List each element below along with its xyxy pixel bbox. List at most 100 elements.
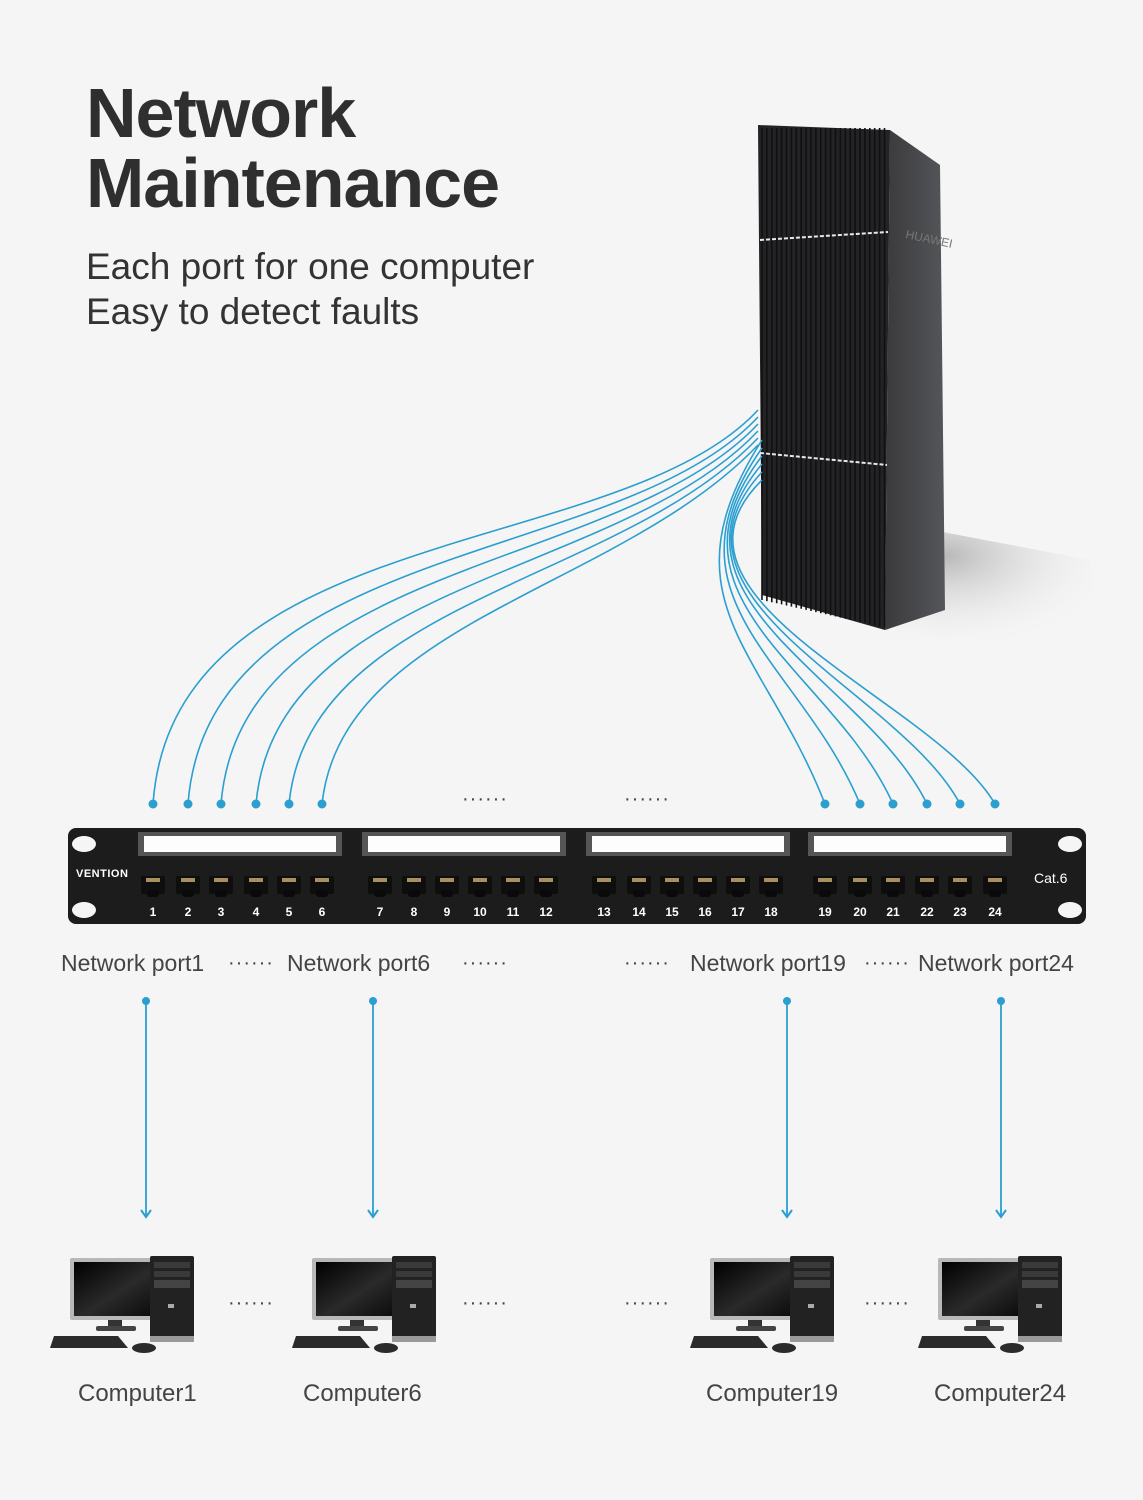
network-port-label: Network port24 [918,950,1074,976]
rj45-port[interactable] [881,876,905,897]
port-number-9: 9 [443,905,451,919]
subtitle: Each port for one computer Easy to detec… [86,244,534,334]
computer-icon [690,1256,834,1353]
port-number-20: 20 [853,905,867,919]
server-rack-icon: HUAWEI [758,125,1100,640]
cable-port-21 [726,455,894,805]
mount-hole [72,902,96,918]
ellipsis: ······ [864,952,910,974]
label-strip [144,836,336,852]
computer-label: Computer1 [78,1380,197,1407]
cable-port-19 [718,439,826,805]
rj45-port[interactable] [948,876,972,897]
ellipsis: ······ [228,1292,274,1314]
arrow-down-icon [781,1209,793,1219]
port-number-15: 15 [665,905,679,919]
rj45-port[interactable] [660,876,684,897]
rj45-port[interactable] [693,876,717,897]
mount-hole [72,836,96,852]
computer-icon [50,1256,194,1353]
cable-endpoint [251,799,261,809]
cable-endpoint [148,799,158,809]
rj45-port[interactable] [983,876,1007,897]
port-number-11: 11 [506,905,520,919]
panel-brand-logo: VENTION [76,868,129,880]
cable-endpoint [990,799,1000,809]
rj45-port[interactable] [141,876,165,897]
cable-port-24 [731,479,996,805]
cable-endpoint [888,799,898,809]
port-number-18: 18 [764,905,778,919]
server-light-strip-bottom [759,452,888,466]
ellipsis: ······ [624,788,670,810]
computer-label: Computer24 [934,1380,1067,1407]
label-strip [592,836,784,852]
label-strip [814,836,1006,852]
cable-endpoint [922,799,932,809]
cable-port-20 [723,447,861,805]
cable-endpoint [183,799,193,809]
cable-port-22 [728,463,928,805]
rj45-port[interactable] [176,876,200,897]
port-number-2: 2 [184,905,192,919]
rj45-port[interactable] [759,876,783,897]
network-port-label: Network port19 [690,950,846,976]
rj45-port[interactable] [209,876,233,897]
network-port-label: Network port6 [287,950,431,976]
rj45-port[interactable] [534,876,558,897]
cable-port-4 [255,430,759,805]
arrow-down-icon [367,1209,379,1219]
cable-port-2 [187,416,759,805]
rj45-port[interactable] [244,876,268,897]
port-number-8: 8 [410,905,418,919]
cable-endpoint [820,799,830,809]
computer-label: Computer19 [706,1380,839,1407]
port-number-23: 23 [953,905,967,919]
cable-endpoint [855,799,865,809]
label-strip [368,836,560,852]
port-number-19: 19 [818,905,832,919]
cable-endpoint [955,799,965,809]
port-number-24: 24 [988,905,1002,919]
ellipsis: ······ [624,952,670,974]
port-number-17: 17 [731,905,745,919]
subtitle-line-2: Easy to detect faults [86,291,420,332]
patch-panel [68,828,1086,924]
port-number-5: 5 [285,905,293,919]
rj45-port[interactable] [726,876,750,897]
ellipsis: ······ [462,952,508,974]
rj45-port[interactable] [277,876,301,897]
rj45-port[interactable] [368,876,392,897]
rj45-port[interactable] [848,876,872,897]
panel-category-label: Cat.6 [1034,870,1068,886]
rj45-port[interactable] [468,876,492,897]
title-line-1: Network [86,74,356,152]
cable-endpoint [317,799,327,809]
port-number-21: 21 [886,905,900,919]
subtitle-line-1: Each port for one computer [86,246,535,287]
port-number-14: 14 [632,905,646,919]
rj45-port[interactable] [435,876,459,897]
cable-bundle [148,409,1000,809]
arrow-down-icon [140,1209,152,1219]
page-title: Network Maintenance [86,74,500,218]
rj45-port[interactable] [402,876,426,897]
port-number-3: 3 [217,905,225,919]
rj45-port[interactable] [310,876,334,897]
rj45-port[interactable] [915,876,939,897]
cable-port-1 [152,409,759,805]
port-number-12: 12 [539,905,553,919]
rj45-port[interactable] [813,876,837,897]
cable-endpoint [216,799,226,809]
rj45-port[interactable] [501,876,525,897]
computer-icon [292,1256,436,1353]
rj45-port[interactable] [592,876,616,897]
computer-connections [140,997,1007,1219]
cable-port-23 [730,471,961,805]
server-side-panel [885,130,945,630]
port-number-10: 10 [473,905,487,919]
rj45-port[interactable] [627,876,651,897]
port-number-4: 4 [252,905,260,919]
port-number-7: 7 [376,905,384,919]
